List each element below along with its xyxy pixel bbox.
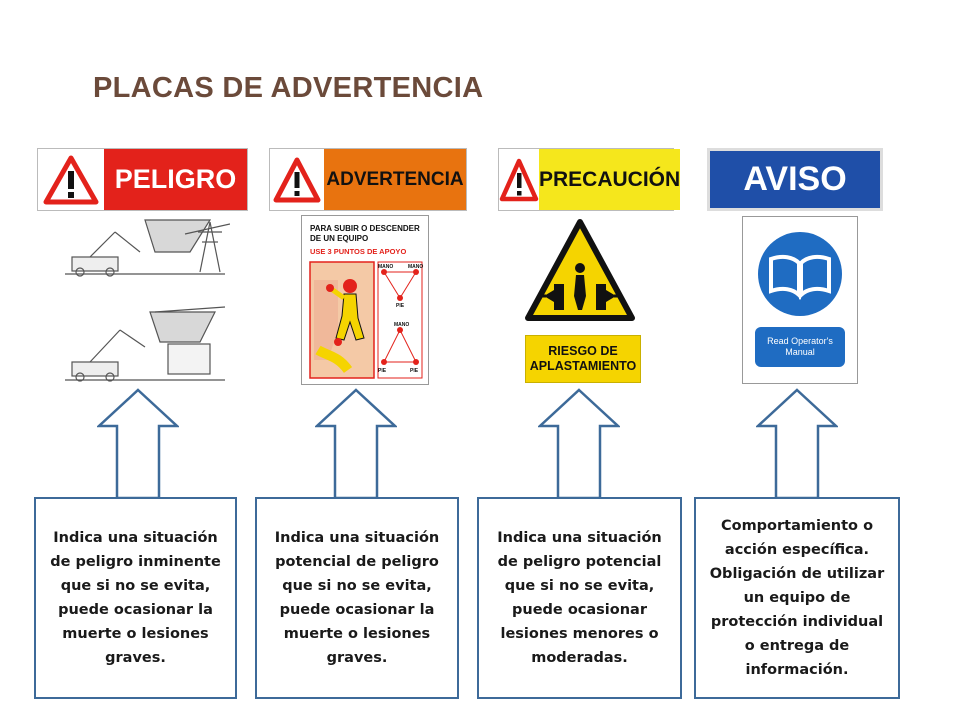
manual-label-box: Read Operator's Manual <box>755 327 845 367</box>
read-manual-sign: Read Operator's Manual <box>742 216 858 384</box>
point-label: MANO <box>378 264 393 270</box>
warning-triangle-box <box>38 149 104 210</box>
crush-hazard-label: RIESGO DE APLASTAMIENTO <box>525 335 641 383</box>
point-label: MANO <box>408 264 423 270</box>
description-box: Indica una situación de peligro potencia… <box>477 497 682 699</box>
description-box: Comportamiento o acción específica. Obli… <box>694 497 900 699</box>
description-text: Comportamiento o acción específica. Obli… <box>709 518 885 678</box>
banner-aviso: AVISO <box>707 148 883 211</box>
arrow-up-icon <box>538 388 620 500</box>
banner-label: ADVERTENCIA <box>324 149 466 210</box>
crush-hazard-sign-icon <box>525 219 635 321</box>
description-text: Indica una situación de peligro inminent… <box>50 530 221 666</box>
banner-label: AVISO <box>710 151 880 208</box>
arrow-up-icon <box>97 388 179 500</box>
description-text: Indica una situación de peligro potencia… <box>497 530 662 666</box>
banner-label: PELIGRO <box>104 149 247 210</box>
arrow-up-icon <box>315 388 397 500</box>
description-text: Indica una situación potencial de peligr… <box>274 530 440 666</box>
three-point-contact-sign: PARA SUBIR O DESCENDER DE UN EQUIPO USE … <box>301 215 429 385</box>
warning-triangle-icon <box>43 155 99 204</box>
description-box: Indica una situación potencial de peligr… <box>255 497 459 699</box>
read-manual-icon <box>758 232 842 316</box>
banner-label: PRECAUCIÓN <box>539 149 681 210</box>
arrow-up-icon <box>756 388 838 500</box>
point-label: PIE <box>410 368 419 374</box>
sign-label-text: Read Operator's Manual <box>767 336 833 357</box>
banner-peligro: PELIGRO <box>37 148 248 211</box>
power-line-hazard-illustration <box>65 219 230 382</box>
sign-label-text: RIESGO DE APLASTAMIENTO <box>529 344 637 373</box>
warning-triangle-icon <box>499 158 539 201</box>
warning-triangle-box <box>499 149 539 210</box>
sign-instruction-text: PARA SUBIR O DESCENDER DE UN EQUIPO <box>310 224 420 243</box>
warning-triangle-icon <box>273 157 321 202</box>
description-box: Indica una situación de peligro inminent… <box>34 497 237 699</box>
point-label: PIE <box>396 303 405 309</box>
page-title: PLACAS DE ADVERTENCIA <box>93 72 484 104</box>
climbing-figure-icon: MANO MANO PIE MANO PIE PIE <box>309 261 423 379</box>
point-label: MANO <box>394 322 409 328</box>
sign-highlight-text: USE 3 PUNTOS DE APOYO <box>310 247 407 256</box>
point-label: PIE <box>378 368 387 374</box>
banner-precaucion: PRECAUCIÓN <box>498 148 681 211</box>
warning-triangle-box <box>270 149 324 210</box>
banner-advertencia: ADVERTENCIA <box>269 148 467 211</box>
